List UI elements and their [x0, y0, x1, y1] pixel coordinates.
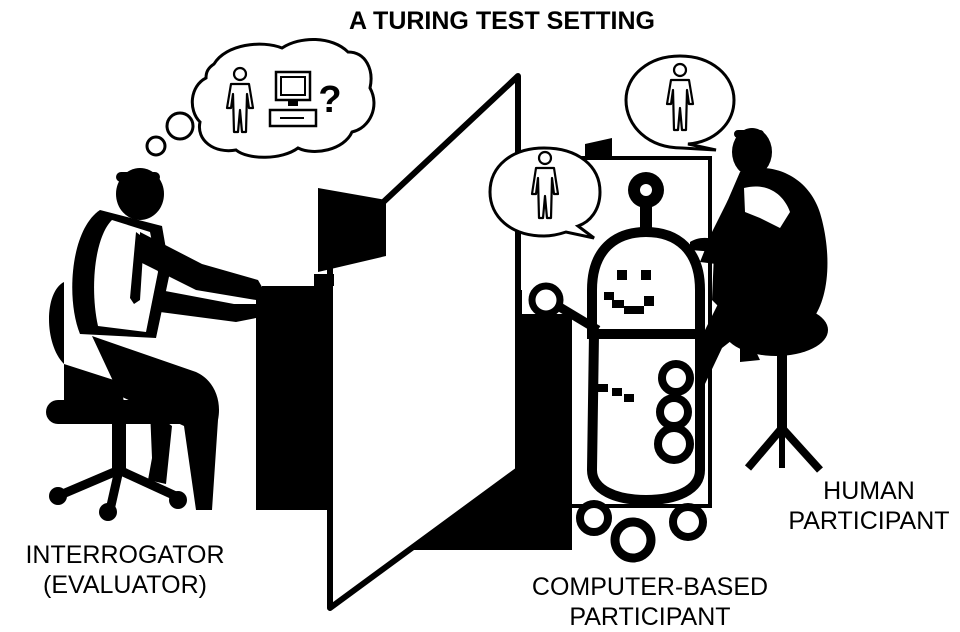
computer-participant-label-line-2: PARTICIPANT: [569, 603, 731, 631]
human-speech-bubble: [624, 54, 736, 152]
robot-body: [586, 329, 705, 506]
computer-participant-label-line-1: COMPUTER-BASED: [531, 573, 769, 601]
human-participant-figure: [690, 128, 828, 473]
interrogator-desk: [256, 286, 332, 510]
diagram-title: A TURING TEST SETTING: [348, 7, 656, 35]
interrogator-label: INTERROGATOR (EVALUATOR): [0, 540, 250, 600]
interrogator-label-line-1: INTERROGATOR: [25, 541, 225, 569]
robot-arm: [528, 282, 601, 334]
human-participant-label: HUMAN PARTICIPANT: [778, 476, 960, 536]
robot-wheels: [576, 500, 707, 563]
human-participant-label-line-2: PARTICIPANT: [788, 507, 950, 535]
robot-speech-bubble: [488, 146, 602, 240]
human-bubble-person-icon: [665, 62, 695, 132]
thought-person-icon: [225, 66, 255, 134]
question-mark-icon: ?: [318, 79, 341, 121]
human-monitor: [585, 138, 612, 160]
robot-head: [587, 226, 705, 339]
computer-participant-label: COMPUTER-BASED PARTICIPANT: [520, 572, 780, 632]
robot-figure: [528, 172, 707, 563]
thought-computer-icon: [268, 70, 318, 128]
human-participant-label-line-1: HUMAN: [823, 477, 915, 505]
thought-bubble: ?: [145, 37, 376, 159]
interrogator-figure: [46, 168, 284, 521]
robot-bubble-person-icon: [530, 150, 560, 220]
interrogator-label-line-2: (EVALUATOR): [43, 571, 207, 599]
interrogator-monitor: [314, 188, 386, 286]
